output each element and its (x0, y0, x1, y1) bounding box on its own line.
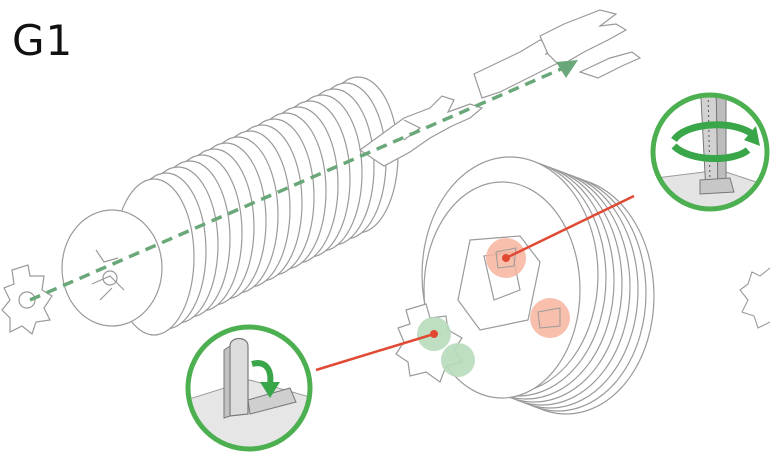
highlight-green-lower (441, 343, 475, 377)
shaft-clips (358, 9, 642, 167)
leader-dot-bottom (430, 330, 438, 338)
step-label: G1 (12, 16, 74, 65)
leader-line-bottom (315, 332, 435, 372)
disc-stack (61, 76, 399, 336)
rotate-shaft-icon (650, 92, 770, 212)
partial-gear-right (739, 267, 771, 329)
bend-tab-icon (185, 324, 313, 452)
small-gear-left (1, 264, 53, 336)
leader-line-top (505, 194, 635, 260)
leader-dot-top (502, 254, 510, 262)
highlight-red-right (530, 298, 570, 338)
motion-arrow (29, 60, 578, 302)
